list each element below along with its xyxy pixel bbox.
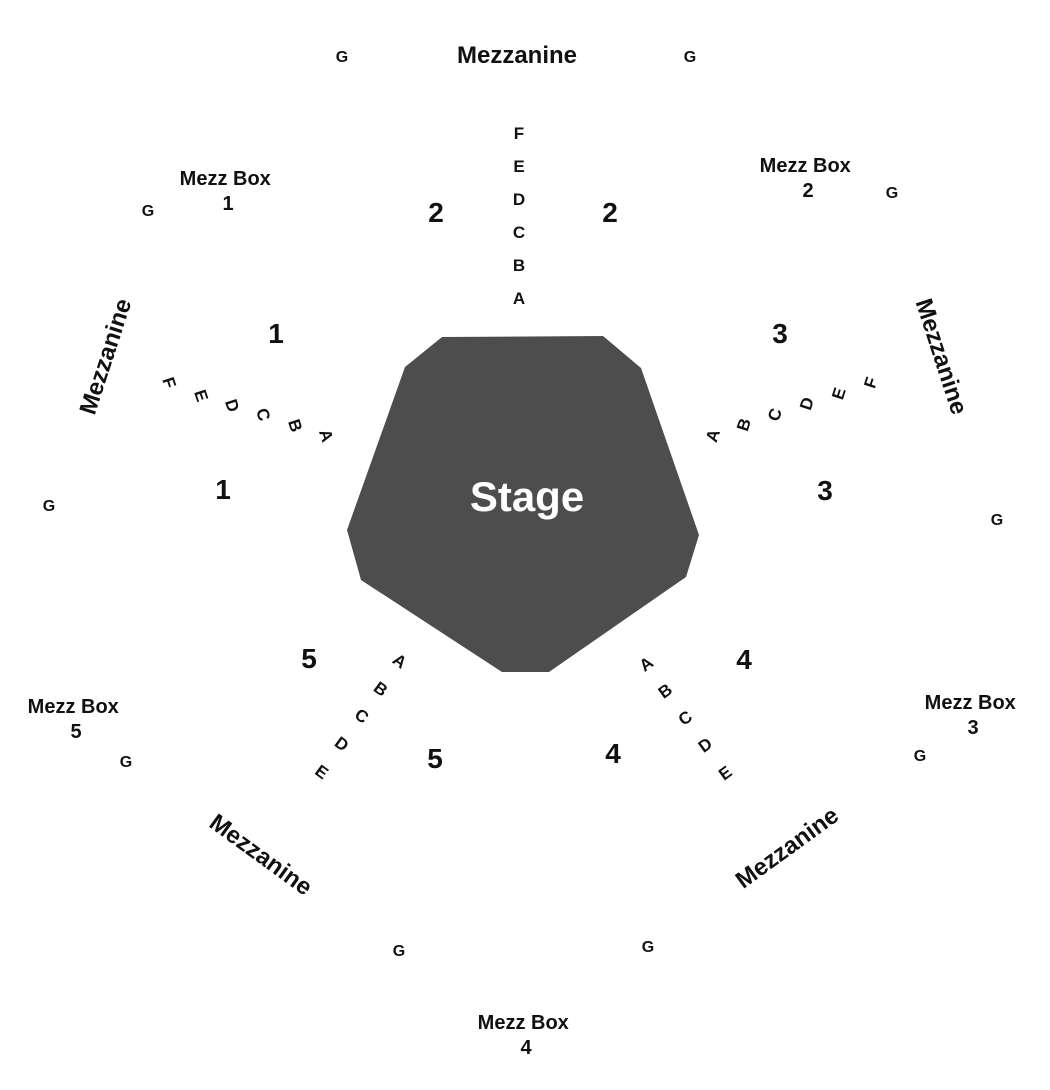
g-row-label[interactable]: G bbox=[43, 498, 55, 515]
mezz-box-1-number: 1 bbox=[222, 193, 233, 215]
g-row-label[interactable]: G bbox=[393, 943, 405, 960]
mezz-box-5-number: 5 bbox=[70, 721, 81, 743]
row-label: E bbox=[715, 762, 735, 784]
section-number-5a[interactable]: 5 bbox=[301, 643, 317, 674]
mezz-box-5-name: Mezz Box bbox=[28, 696, 119, 718]
row-label: B bbox=[513, 256, 525, 275]
mezz-box-5[interactable]: Mezz Box 5 bbox=[28, 696, 125, 743]
row-label: B bbox=[370, 678, 391, 701]
row-label: C bbox=[351, 705, 372, 728]
row-label: F bbox=[514, 124, 524, 143]
mezz-box-3-name: Mezz Box bbox=[925, 692, 1016, 714]
g-row-label[interactable]: G bbox=[642, 939, 654, 956]
mezz-box-4-number: 4 bbox=[520, 1037, 532, 1059]
row-label: F bbox=[158, 375, 179, 391]
stage-label: Stage bbox=[470, 473, 584, 520]
row-label: D bbox=[695, 734, 716, 757]
mezz-box-1-name: Mezz Box bbox=[180, 168, 271, 190]
g-row-label[interactable]: G bbox=[120, 754, 132, 771]
row-labels-section-4: A B C D E bbox=[636, 653, 736, 784]
row-label: E bbox=[311, 761, 331, 783]
row-label: F bbox=[860, 375, 881, 391]
mezzanine-label-bottom-right: Mezzanine bbox=[731, 802, 844, 894]
mezz-box-2-number: 2 bbox=[802, 180, 813, 202]
row-label: D bbox=[221, 397, 243, 415]
row-label: A bbox=[513, 289, 525, 308]
row-label: D bbox=[331, 733, 352, 756]
mezz-box-1[interactable]: Mezz Box 1 bbox=[180, 168, 277, 215]
mezz-box-2[interactable]: Mezz Box 2 bbox=[760, 155, 857, 202]
mezz-box-4-name: Mezz Box bbox=[478, 1012, 569, 1034]
row-labels-section-2: F E D C B A bbox=[513, 124, 525, 308]
section-number-3a[interactable]: 3 bbox=[772, 318, 788, 349]
mezz-box-3-number: 3 bbox=[967, 717, 978, 739]
section-number-2a[interactable]: 2 bbox=[428, 197, 444, 228]
g-row-label[interactable]: G bbox=[991, 512, 1003, 529]
g-row-label[interactable]: G bbox=[336, 49, 348, 66]
row-label: A bbox=[315, 427, 337, 445]
row-label: A bbox=[389, 650, 410, 673]
stage[interactable] bbox=[347, 336, 699, 672]
mezz-box-3[interactable]: Mezz Box 3 bbox=[925, 692, 1022, 739]
section-number-5b[interactable]: 5 bbox=[427, 743, 443, 774]
row-label: B bbox=[655, 680, 676, 703]
row-label: B bbox=[284, 417, 306, 435]
g-row-labels: G G G G G G G G G G bbox=[43, 49, 1003, 960]
row-label: D bbox=[513, 190, 525, 209]
row-label: B bbox=[733, 416, 755, 434]
section-number-4b[interactable]: 4 bbox=[605, 738, 621, 769]
section-number-4a[interactable]: 4 bbox=[736, 644, 752, 675]
mezzanine-label-top: Mezzanine bbox=[457, 42, 577, 69]
section-number-1b[interactable]: 1 bbox=[215, 474, 231, 505]
row-label: A bbox=[702, 427, 724, 445]
row-labels-section-3: A B C D E F bbox=[702, 375, 882, 445]
section-number-2b[interactable]: 2 bbox=[602, 197, 618, 228]
section-number-3b[interactable]: 3 bbox=[817, 475, 833, 506]
g-row-label[interactable]: G bbox=[684, 49, 696, 66]
mezz-box-4[interactable]: Mezz Box 4 bbox=[478, 1012, 575, 1059]
section-number-1a[interactable]: 1 bbox=[268, 318, 284, 349]
row-label: C bbox=[513, 223, 525, 242]
row-label: C bbox=[252, 406, 274, 424]
row-label: E bbox=[190, 387, 212, 404]
row-label: A bbox=[636, 653, 657, 676]
row-label: E bbox=[828, 385, 850, 402]
mezzanine-label-bottom-left: Mezzanine bbox=[204, 809, 317, 901]
row-label: C bbox=[764, 406, 786, 424]
mezz-box-2-name: Mezz Box bbox=[760, 155, 851, 177]
row-label: E bbox=[513, 157, 524, 176]
mezzanine-label-left: Mezzanine bbox=[75, 295, 138, 417]
row-labels-section-1: F E D C B A bbox=[158, 375, 337, 445]
row-label: C bbox=[675, 707, 696, 730]
g-row-label[interactable]: G bbox=[142, 203, 154, 220]
g-row-label[interactable]: G bbox=[886, 185, 898, 202]
mezzanine-label-right: Mezzanine bbox=[910, 295, 973, 417]
row-label: D bbox=[796, 395, 818, 413]
row-labels-section-5: A B C D E bbox=[311, 650, 410, 783]
g-row-label[interactable]: G bbox=[914, 748, 926, 765]
